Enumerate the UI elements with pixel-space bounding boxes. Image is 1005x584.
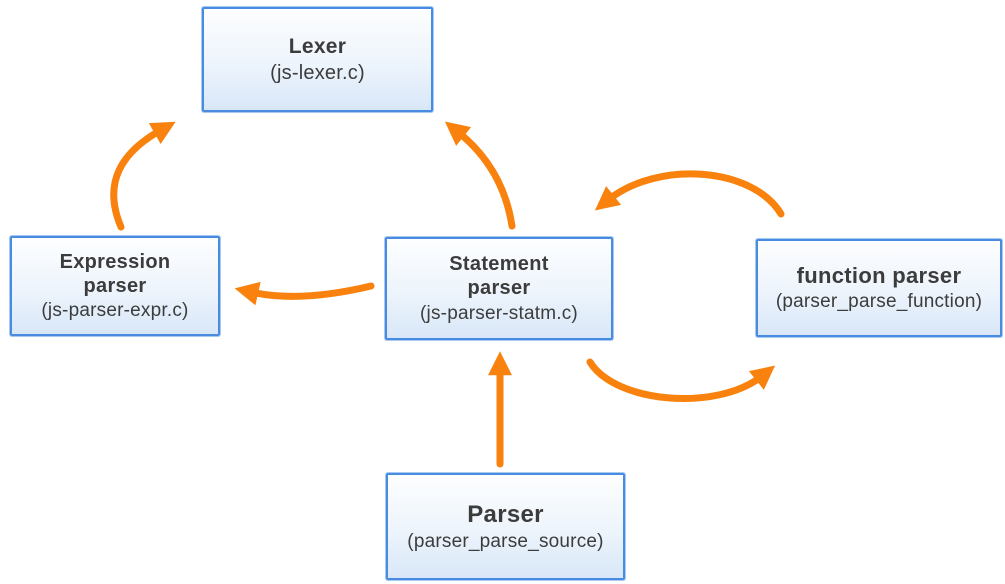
node-statement-parser-subtitle: (js-parser-statm.c) [420,302,578,324]
node-function-parser-title: function parser [796,262,962,288]
node-expression-parser-title: Expression parser [59,250,171,297]
arrow-function-parser-to-statement-parser [594,170,785,218]
node-lexer-title: Lexer [288,35,347,58]
node-expression-parser-subtitle: (js-parser-expr.c) [41,300,189,322]
arrow-expression-parser-to-lexer [110,121,176,231]
node-lexer-subtitle: (js-lexer.c) [270,61,365,84]
node-lexer: Lexer (js-lexer.c) [202,7,433,112]
node-expression-parser: Expression parser (js-parser-expr.c) [10,236,220,336]
node-statement-parser: Statement parser (js-parser-statm.c) [385,237,613,340]
node-parser-title: Parser [467,500,544,528]
node-function-parser: function parser (parser_parse_function) [756,239,1002,337]
node-parser: Parser (parser_parse_source) [386,473,625,580]
arrow-statement-parser-to-lexer [444,121,516,230]
node-parser-subtitle: (parser_parse_source) [407,531,604,553]
arrow-statement-parser-to-function-parser [586,358,776,402]
node-statement-parser-title: Statement parser [449,253,549,300]
node-function-parser-subtitle: (parser_parse_function) [775,291,983,313]
arrow-statement-parser-to-expression-parser [234,281,375,306]
